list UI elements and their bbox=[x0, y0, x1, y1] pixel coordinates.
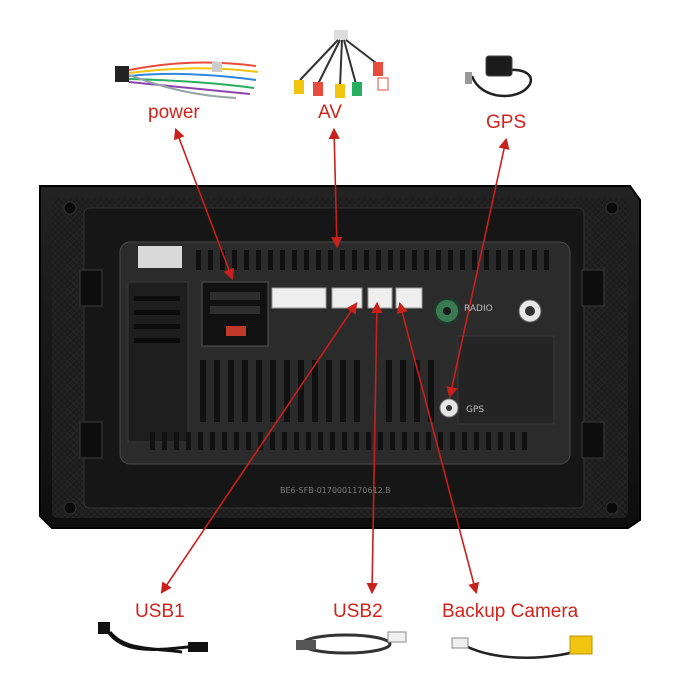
round-connector-center bbox=[525, 306, 535, 316]
screw-icon bbox=[63, 501, 77, 515]
arrow-usb2 bbox=[366, 301, 383, 595]
mount-bracket bbox=[581, 421, 605, 459]
screw-icon bbox=[605, 501, 619, 515]
radio-port-center bbox=[443, 307, 451, 315]
arrow-usb1 bbox=[160, 302, 358, 594]
gps-port-center bbox=[446, 405, 452, 411]
usb1-label: USB1 bbox=[135, 601, 185, 622]
head-unit bbox=[39, 185, 641, 529]
usb1-port bbox=[331, 287, 363, 309]
gps-label: GPS bbox=[486, 112, 527, 133]
callout-arrows bbox=[160, 127, 510, 595]
usb2-label: USB2 bbox=[333, 601, 383, 622]
heatsink bbox=[127, 281, 189, 443]
arrow-camera bbox=[396, 301, 480, 595]
av-rca-cable-icon bbox=[294, 30, 389, 98]
screw-icon bbox=[605, 201, 619, 215]
av-port bbox=[271, 287, 327, 309]
radio-port-label: RADIO bbox=[464, 304, 493, 314]
arrow-av bbox=[328, 127, 343, 249]
power-harness-icon bbox=[115, 61, 259, 99]
gps-antenna-icon bbox=[465, 55, 533, 98]
camera-cable-icon bbox=[451, 635, 593, 659]
backup-camera-label: Backup Camera bbox=[442, 601, 579, 622]
mount-bracket bbox=[79, 269, 103, 307]
mount-bracket bbox=[79, 421, 103, 459]
usb2-cable-icon bbox=[296, 631, 407, 655]
usb2-port bbox=[367, 287, 393, 309]
mount-bracket bbox=[581, 269, 605, 307]
av-label: AV bbox=[318, 102, 342, 123]
power-label: power bbox=[148, 102, 200, 123]
usb1-cable-icon bbox=[98, 622, 208, 654]
serial-number: BE6-SFB-0170001170612.B bbox=[280, 486, 391, 495]
sticker-label bbox=[138, 246, 182, 268]
fuse bbox=[226, 326, 246, 336]
screw-icon bbox=[63, 201, 77, 215]
heatsink-fins bbox=[134, 296, 180, 343]
gps-port-label: GPS bbox=[466, 405, 485, 415]
arrow-power bbox=[173, 127, 235, 281]
